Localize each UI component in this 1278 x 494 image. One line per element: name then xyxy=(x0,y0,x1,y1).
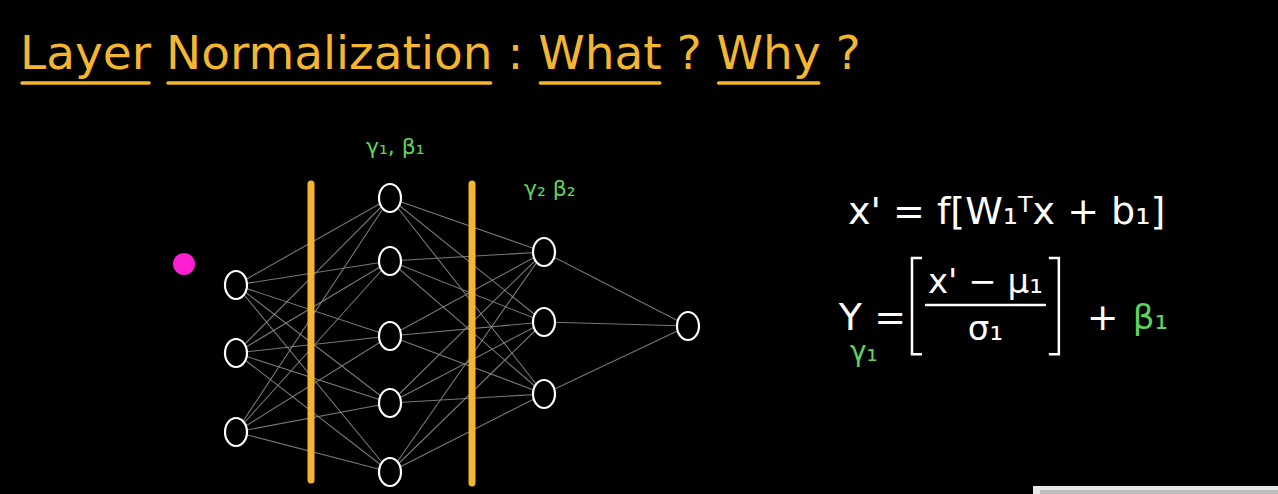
neuron xyxy=(677,312,699,340)
title-underline xyxy=(22,81,149,85)
right-bracket xyxy=(1049,258,1059,354)
webcam-overlay xyxy=(1033,486,1278,494)
connection-line xyxy=(390,198,544,252)
neuron xyxy=(533,238,555,266)
left-bracket xyxy=(912,258,922,354)
pointer-dot xyxy=(173,253,195,275)
connection-line xyxy=(544,326,688,394)
neuron xyxy=(379,389,401,417)
connection-line xyxy=(390,322,544,472)
equation-param: γ₁ xyxy=(850,336,878,368)
fraction-numerator: x' − μ₁ xyxy=(928,262,1043,301)
neuron xyxy=(379,322,401,350)
title-underline xyxy=(540,81,660,85)
equation-param: β₁ xyxy=(1133,298,1168,337)
norm-bar xyxy=(469,184,476,483)
connection-line xyxy=(544,252,688,326)
connection-line xyxy=(390,252,544,336)
title: Layer Normalization : What ? Why ? xyxy=(20,26,861,80)
neurons xyxy=(173,184,699,486)
param-label: γ₂ β₂ xyxy=(524,176,576,201)
fraction-denominator: σ₁ xyxy=(968,309,1003,348)
neuron xyxy=(533,380,555,408)
equation-part: Y = xyxy=(839,296,906,340)
norm-bar xyxy=(308,184,315,480)
webcam-overlay-inner xyxy=(1040,490,1278,494)
neuron xyxy=(379,458,401,486)
equation-part: + xyxy=(1087,296,1119,340)
title-underline xyxy=(719,81,819,85)
param-label: γ₁, β₁ xyxy=(366,134,425,159)
connection-line xyxy=(390,198,544,394)
neuron xyxy=(225,271,247,299)
neuron xyxy=(533,308,555,336)
neuron xyxy=(379,247,401,275)
connection-line xyxy=(390,198,544,322)
equation: x' = f[W₁ᵀx + b₁] xyxy=(848,190,1165,234)
connection-line xyxy=(390,394,544,403)
norm-bars xyxy=(311,184,472,483)
connection-line xyxy=(390,252,544,403)
connection-line xyxy=(390,394,544,472)
connection-line xyxy=(390,252,544,472)
connection-line xyxy=(390,261,544,322)
fraction-bar xyxy=(926,304,1045,307)
neuron xyxy=(379,184,401,212)
neuron xyxy=(225,339,247,367)
title-underline xyxy=(168,81,491,85)
neuron xyxy=(225,418,247,446)
connection-lines xyxy=(236,198,688,472)
connection-line xyxy=(390,252,544,261)
connection-line xyxy=(544,322,688,326)
